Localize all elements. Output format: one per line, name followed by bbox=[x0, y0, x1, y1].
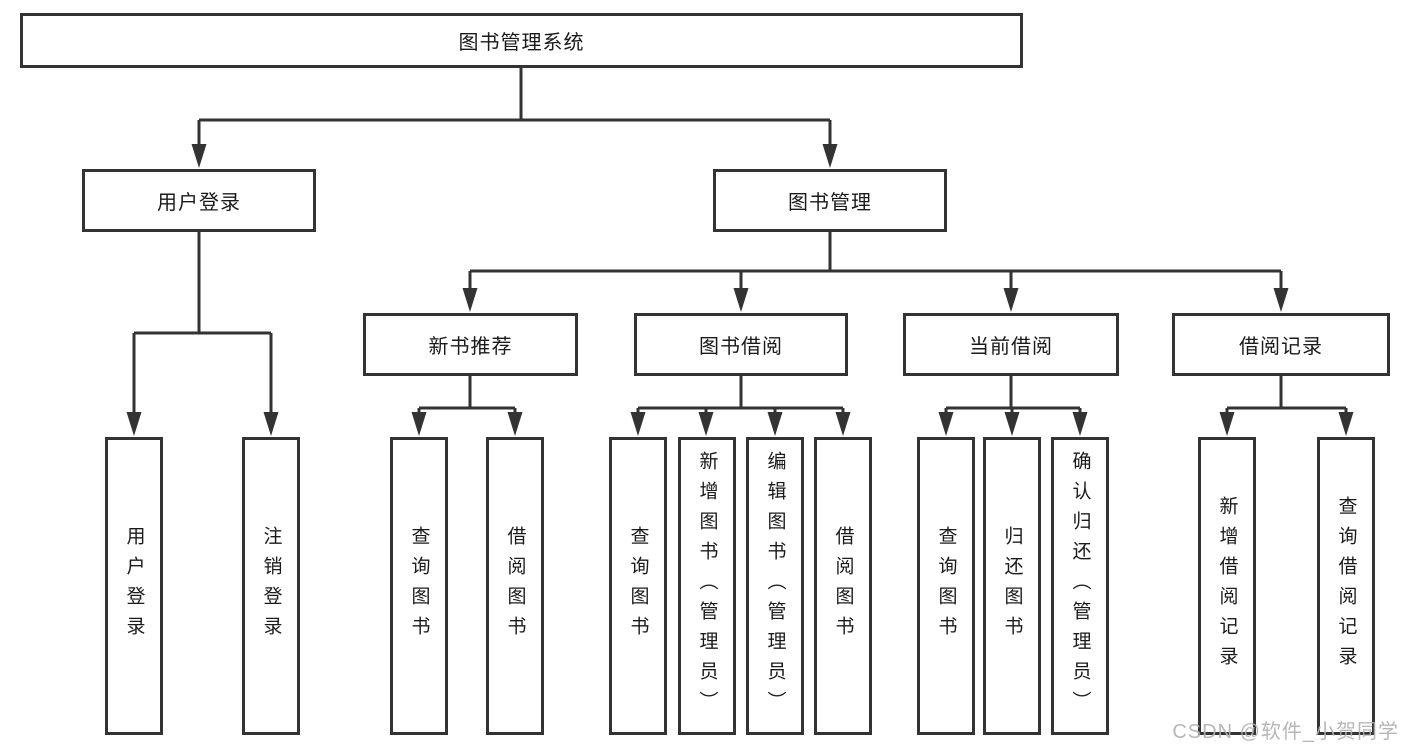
node-book-borrowing: 图书借阅 bbox=[634, 313, 848, 376]
node-root-system: 图书管理系统 bbox=[20, 13, 1023, 68]
node-user-login: 用户登录 bbox=[82, 169, 316, 232]
leaf-query-book-current: 查询图书 bbox=[917, 437, 975, 735]
arrowheads bbox=[126, 144, 1354, 436]
node-current-borrowing: 当前借阅 bbox=[903, 313, 1119, 376]
node-book-management: 图书管理 bbox=[713, 169, 947, 232]
leaf-add-borrow-record: 新增借阅记录 bbox=[1198, 437, 1256, 735]
leaf-query-book-recommend: 查询图书 bbox=[390, 437, 448, 735]
leaf-edit-book-admin: 编辑图书（管理员） bbox=[746, 437, 804, 735]
leaf-add-book-admin: 新增图书（管理员） bbox=[678, 437, 736, 735]
leaf-borrow-book-borrowing: 借阅图书 bbox=[814, 437, 872, 735]
leaf-query-borrow-record: 查询借阅记录 bbox=[1317, 437, 1375, 735]
leaf-user-login: 用户登录 bbox=[105, 437, 163, 735]
leaf-return-book: 归还图书 bbox=[983, 437, 1041, 735]
node-borrow-records: 借阅记录 bbox=[1172, 313, 1390, 376]
node-new-book-recommend: 新书推荐 bbox=[363, 313, 578, 376]
leaf-query-book-borrowing: 查询图书 bbox=[609, 437, 667, 735]
csdn-watermark: CSDN @软件_小贺同学 bbox=[1172, 721, 1399, 743]
leaf-logout: 注销登录 bbox=[242, 437, 300, 735]
leaf-confirm-return-admin: 确认归还（管理员） bbox=[1051, 437, 1109, 735]
leaf-borrow-book-recommend: 借阅图书 bbox=[486, 437, 544, 735]
